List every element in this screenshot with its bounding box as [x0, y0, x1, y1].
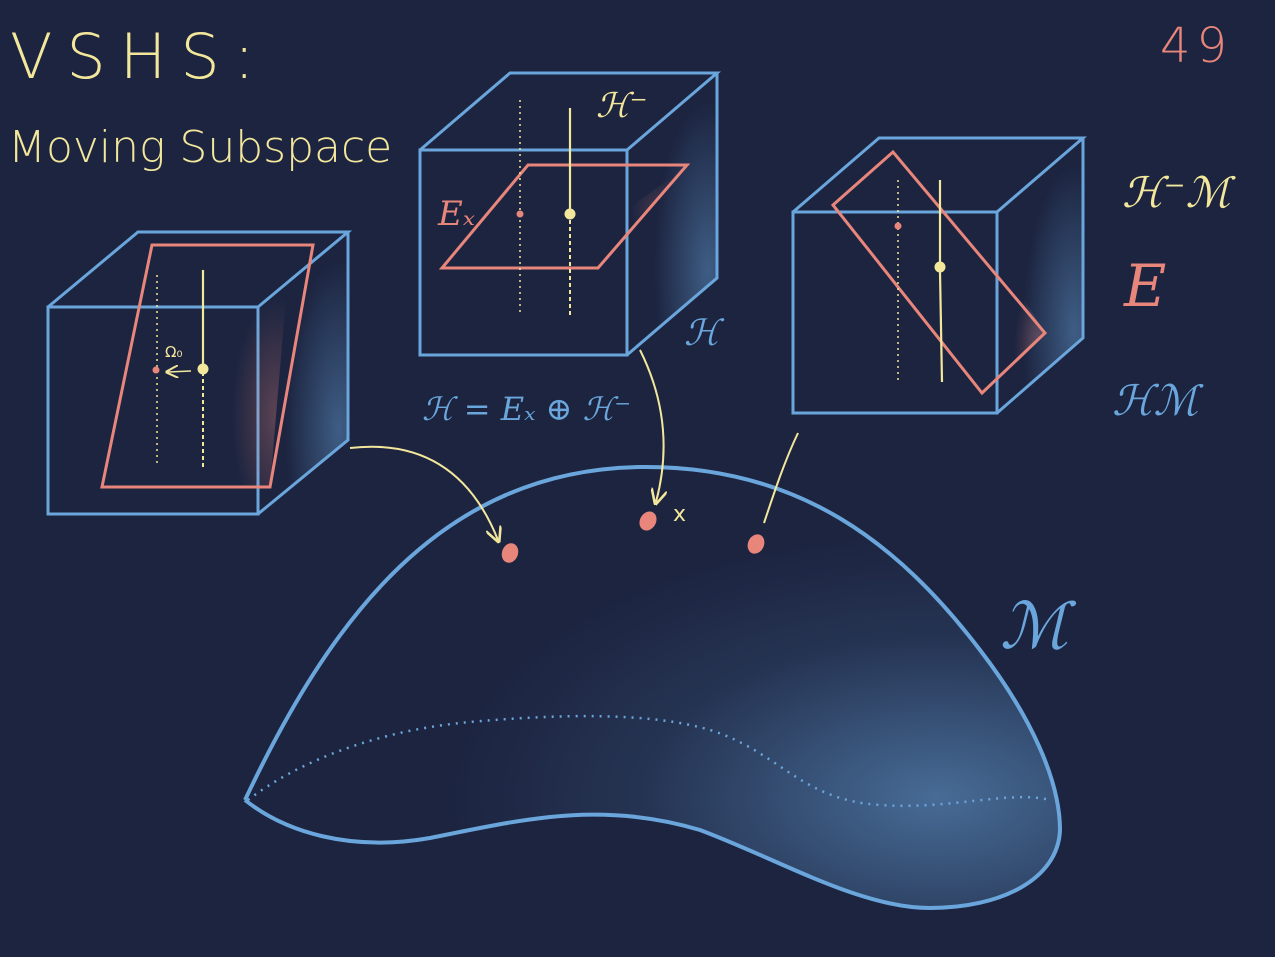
- left-cube: Ω₀: [46, 230, 353, 516]
- page-title: VSHS:: [10, 20, 269, 93]
- manifold-label: ℳ: [1000, 590, 1077, 664]
- decomposition-formula: ℋ = Eₓ ⊕ ℋ⁻: [422, 390, 631, 428]
- arrow-middle-cube: [639, 349, 664, 502]
- manifold-shading: [245, 466, 1060, 908]
- legend-h-minus-m: ℋ⁻ℳ: [1122, 168, 1237, 217]
- h-minus-label: ℋ⁻: [596, 86, 648, 126]
- right-cube-front: [791, 210, 999, 415]
- legend-e: E: [1123, 252, 1166, 320]
- left-subspace-plane: [100, 243, 315, 489]
- legend: ℋ⁻ℳ E ℋℳ: [1112, 168, 1237, 425]
- right-point-red: [894, 222, 902, 230]
- legend-h-m: ℋℳ: [1112, 376, 1205, 425]
- middle-cube-front: [418, 148, 629, 357]
- right-point-yellow: [934, 261, 946, 273]
- page-number: 49: [1160, 18, 1233, 74]
- manifold-dotted-edge: [247, 714, 1051, 808]
- right-subspace-plane: [830, 149, 1048, 396]
- arrow-left-cube: [349, 445, 498, 540]
- page-subtitle: Moving Subspace: [8, 122, 392, 173]
- line-right-cube: [763, 432, 799, 524]
- right-cube: [791, 136, 1088, 415]
- manifold-outline: [243, 464, 1063, 911]
- middle-point-yellow: [564, 208, 576, 220]
- manifold-point-x: [639, 511, 657, 531]
- middle-cube: ℋ⁻ Eₓ ℋ: [418, 71, 725, 357]
- left-point-red: [152, 366, 160, 374]
- manifold-point-right: [747, 534, 765, 554]
- ex-label: Eₓ: [437, 194, 475, 234]
- manifold-point-left: [501, 543, 519, 563]
- manifold: ℳ: [243, 464, 1077, 911]
- x-point-label: x: [673, 502, 686, 527]
- left-point-yellow: [197, 363, 209, 375]
- middle-point-red: [516, 210, 524, 218]
- middle-subspace-plane: [438, 163, 691, 270]
- omega0-label: Ω₀: [165, 343, 182, 361]
- h-cube-label: ℋ: [684, 313, 725, 354]
